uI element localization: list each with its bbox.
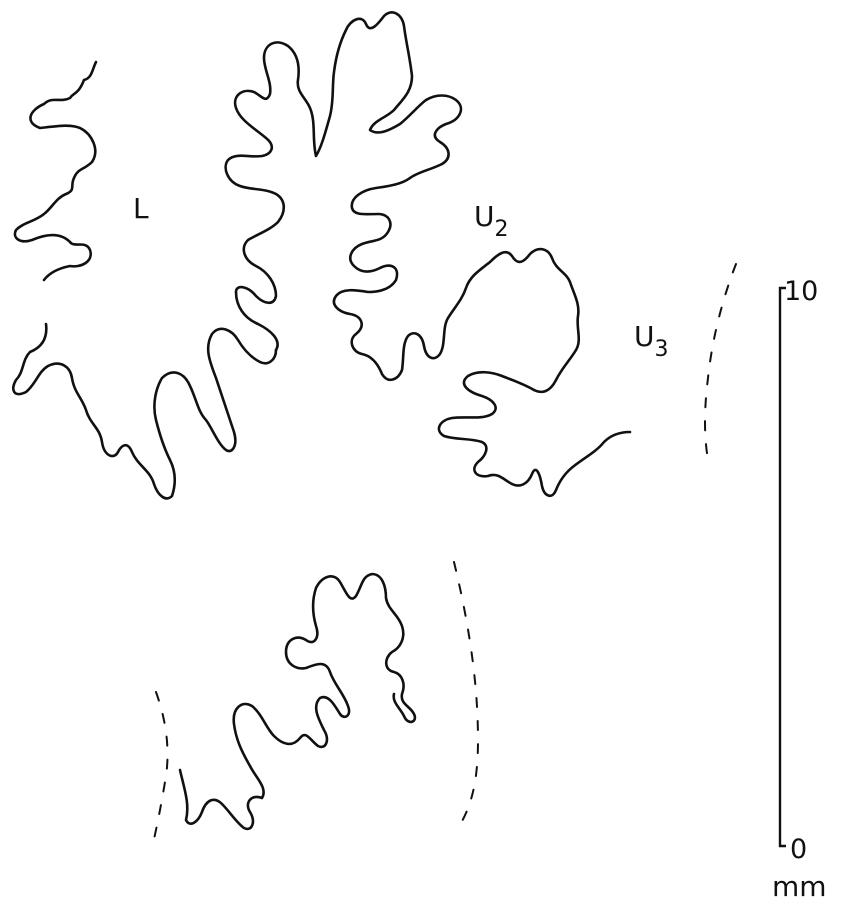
scale-bar-unit-label: mm (772, 870, 827, 902)
dashed-line-left (151, 691, 169, 849)
suture-lower-fragment (178, 572, 417, 831)
label-lobe-l: L (133, 192, 149, 225)
suture-lobe-l-lower (12, 322, 278, 500)
label-lobe-u2: U2 (474, 200, 509, 242)
label-lobe-u3-base: U (634, 320, 655, 353)
label-lobe-u3: U3 (634, 320, 669, 362)
scale-bar-line (778, 286, 786, 848)
suture-lobe-l-upper (13, 60, 98, 282)
suture-lobe-u2-lower (437, 370, 632, 498)
label-lobe-u2-base: U (474, 200, 495, 233)
scale-bar-bottom-label: 0 (790, 834, 807, 865)
dashed-line-u3 (704, 263, 737, 461)
suture-central-saddle (224, 11, 463, 352)
label-lobe-u2-sub: 2 (495, 217, 509, 242)
label-lobe-u3-sub: 3 (655, 337, 669, 362)
scale-bar: 10 0 mm (772, 276, 827, 902)
scale-bar-top-label: 10 (784, 276, 818, 307)
suture-lobe-u2 (332, 176, 581, 394)
dashed-line-middle (453, 561, 480, 829)
